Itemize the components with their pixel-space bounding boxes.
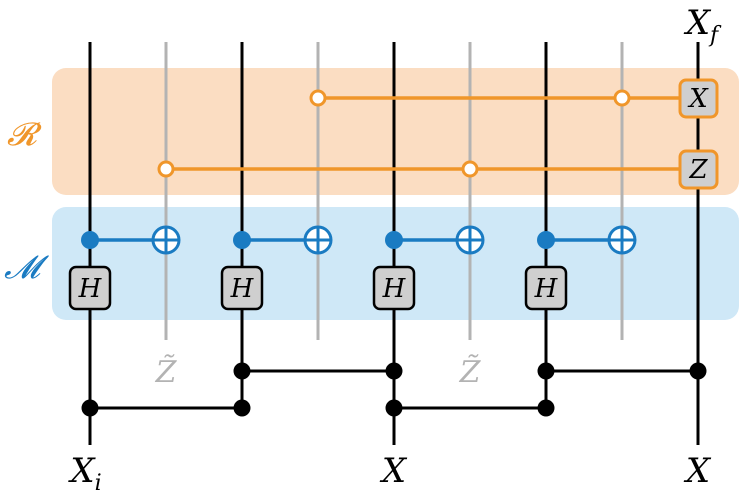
svg-text:H: H: [230, 274, 255, 304]
cnot-4: [537, 225, 637, 255]
dot-5: [385, 399, 403, 417]
dot-6: [537, 399, 555, 417]
gate-x-label: X: [687, 84, 709, 114]
svg-text:H: H: [78, 274, 103, 304]
svg-text:H: H: [382, 274, 407, 304]
dot-7: [537, 362, 555, 380]
orange-control-3: [157, 160, 175, 178]
cnot-1: [81, 225, 181, 255]
gate-z-box: [678, 149, 719, 190]
orange-control-2: [613, 89, 631, 107]
dot-1: [233, 362, 251, 380]
label-x-f: Xf: [683, 3, 722, 48]
dot-4: [233, 399, 251, 417]
label-x-right: X: [683, 451, 712, 491]
hadamard-gate-4: H: [524, 265, 568, 311]
label-x-mid: X: [379, 451, 408, 491]
tilde-z-label-2: Z̃: [459, 355, 482, 390]
svg-text:H: H: [534, 274, 559, 304]
orange-control-4: [461, 160, 479, 178]
orange-control-1: [309, 89, 327, 107]
register-r-label: 𝓡: [7, 115, 42, 153]
register-m-label: 𝓜: [4, 248, 49, 286]
label-x-i: Xi: [67, 451, 101, 496]
dot-8: [689, 362, 707, 380]
hadamard-gate-3: H: [372, 265, 416, 311]
tilde-z-label-1: Z̃: [155, 355, 178, 390]
dot-2: [385, 362, 403, 380]
gate-x-box: [678, 78, 719, 119]
cnot-2: [233, 225, 333, 255]
hadamard-gate-1: H: [68, 265, 112, 311]
gate-z-label: Z: [688, 155, 708, 185]
dot-3: [81, 399, 99, 417]
cnot-3: [385, 225, 485, 255]
hadamard-gate-2: H: [220, 265, 264, 311]
